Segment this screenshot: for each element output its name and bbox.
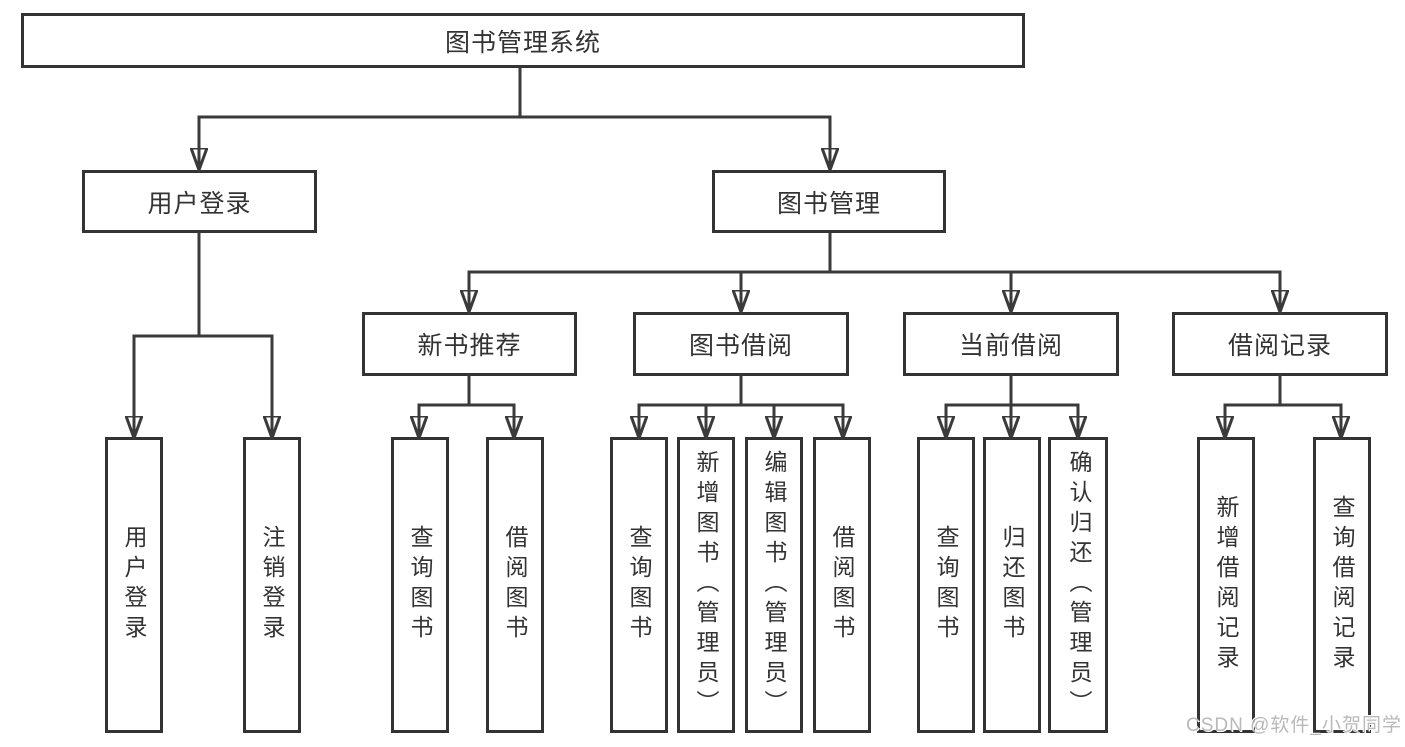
node-user-login: 用户登录 — [82, 170, 317, 233]
leaf-logout: 注销登录 — [243, 437, 301, 733]
node-borrowing-records: 借阅记录 — [1172, 312, 1388, 376]
leaf-return-books: 归还图书 — [983, 437, 1041, 733]
leaf-query-books-current: 查询图书 — [917, 437, 975, 733]
node-new-book-recommend: 新书推荐 — [362, 312, 577, 376]
leaf-query-books-borrow: 查询图书 — [610, 437, 668, 733]
node-root: 图书管理系统 — [21, 13, 1025, 68]
leaf-confirm-return-admin: 确认归还（管理员） — [1048, 437, 1108, 733]
leaf-borrow-books: 借阅图书 — [813, 437, 871, 733]
node-book-management: 图书管理 — [712, 170, 946, 233]
leaf-add-borrow-record: 新增借阅记录 — [1197, 437, 1255, 733]
leaf-query-borrow-record: 查询借阅记录 — [1313, 437, 1371, 733]
node-current-borrowing: 当前借阅 — [903, 312, 1119, 376]
leaf-add-books-admin: 新增图书（管理员） — [677, 437, 735, 733]
leaf-borrow-books-recommend: 借阅图书 — [486, 437, 544, 733]
csdn-watermark: CSDN @软件_小贺同学 — [1186, 715, 1402, 736]
leaf-user-login: 用户登录 — [105, 437, 163, 733]
leaf-query-books-recommend: 查询图书 — [391, 437, 449, 733]
node-book-borrowing: 图书借阅 — [633, 312, 849, 376]
leaf-edit-books-admin: 编辑图书（管理员） — [745, 437, 803, 733]
connector-arrows — [134, 117, 1341, 438]
